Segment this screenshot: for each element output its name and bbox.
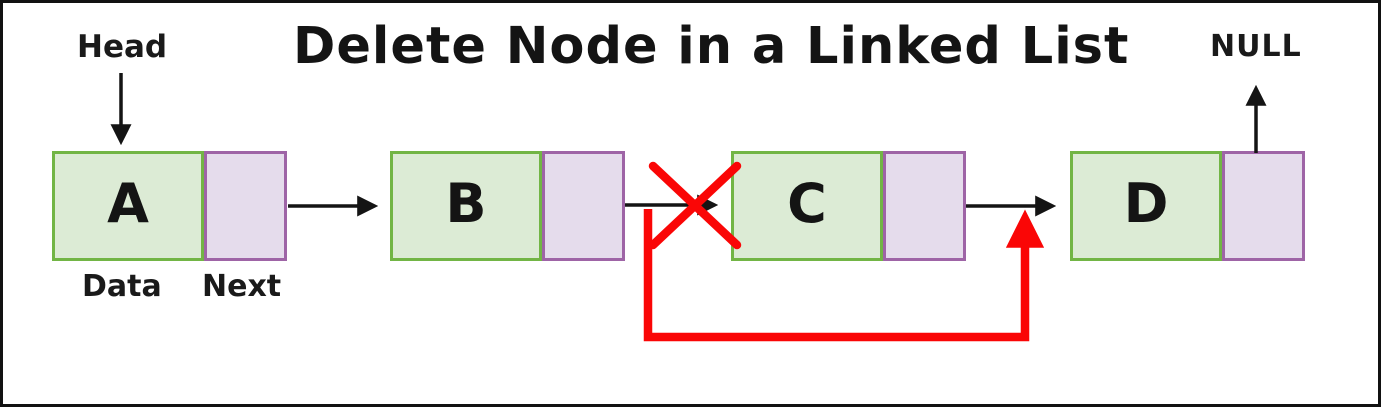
node-d: D	[1070, 151, 1305, 261]
node-b: B	[390, 151, 625, 261]
data-field-label: Data	[82, 269, 162, 304]
head-pointer-label: Head	[77, 29, 168, 65]
node-a-next-cell	[204, 151, 287, 261]
node-a-letter: A	[107, 172, 149, 235]
node-d-letter: D	[1123, 172, 1169, 235]
delete-cross-icon	[648, 161, 742, 250]
node-a-data-cell: A	[52, 151, 204, 261]
next-field-label: Next	[202, 269, 282, 304]
node-c-letter: C	[787, 172, 827, 235]
node-c: C	[731, 151, 966, 261]
node-d-next-cell	[1222, 151, 1305, 261]
node-a: A	[52, 151, 287, 261]
node-b-data-cell: B	[390, 151, 542, 261]
null-pointer-label: NULL	[1210, 29, 1302, 64]
node-b-letter: B	[445, 172, 487, 235]
node-b-next-cell	[542, 151, 625, 261]
node-c-next-cell	[883, 151, 966, 261]
node-c-data-cell: C	[731, 151, 883, 261]
node-d-data-cell: D	[1070, 151, 1222, 261]
diagram-title: Delete Node in a Linked List	[293, 17, 1130, 76]
